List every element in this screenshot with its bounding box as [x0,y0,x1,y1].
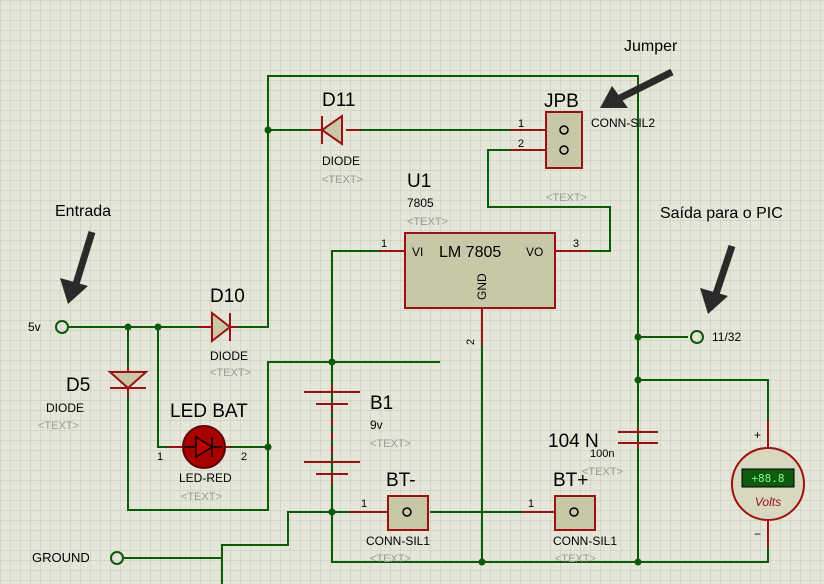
led-pin2: 2 [241,451,247,463]
connector-bt-plus[interactable]: 1 BT+ CONN-SIL1 <TEXT> [522,470,617,565]
jpb-type: CONN-SIL2 [591,116,655,130]
jumper-jpb[interactable]: 1 2 JPB CONN-SIL2 <TEXT> [510,91,655,204]
diode-d5[interactable]: D5 DIODE <TEXT> [38,367,149,432]
voltmeter-minus: − [754,527,761,541]
arrow-saida-icon [700,244,736,314]
d11-type: DIODE [322,154,360,168]
u1-value: 7805 [407,196,434,210]
btp-pin1: 1 [528,498,534,510]
cap-value: 100n [590,448,614,460]
d11-text: <TEXT> [322,174,363,186]
ground-terminal-label: GROUND [32,550,90,565]
voltmeter-unit: Volts [755,495,781,509]
d10-type: DIODE [210,349,248,363]
arrow-entrada-icon [60,230,96,304]
annotation-saida: Saída para o PIC [660,205,783,222]
ground-terminal[interactable]: GROUND [32,550,124,565]
u1-pin3: 3 [573,238,579,250]
connector-bt-minus[interactable]: 1 BT- CONN-SIL1 <TEXT> [350,470,430,565]
cap-ref: 104 N [548,431,599,452]
arrow-jumper-icon [600,68,674,108]
wires [68,75,769,584]
btp-text: <TEXT> [555,553,596,565]
u1-pin2: 2 [465,339,477,345]
led-pin1: 1 [157,451,163,463]
d11-ref: D11 [322,90,355,111]
d5-ref: D5 [66,375,90,396]
led-bat[interactable]: 1 2 LED BAT LED-RED <TEXT> [157,401,248,503]
voltmeter[interactable]: +88.8 Volts + − [731,420,805,548]
u1-ref: U1 [407,171,431,192]
u1-text: <TEXT> [407,216,448,228]
btm-text: <TEXT> [370,553,411,565]
u1-vo: VO [526,245,543,259]
jpb-pin2: 2 [518,138,524,150]
annotation-entrada: Entrada [55,203,111,220]
u1-gnd: GND [475,273,489,300]
d5-type: DIODE [46,401,84,415]
voltmeter-display: +88.8 [751,472,784,485]
cap-text: <TEXT> [582,466,623,478]
b1-value: 9v [370,418,383,432]
output-terminal[interactable]: 11/32 [690,330,741,344]
d10-text: <TEXT> [210,367,251,379]
d5-text: <TEXT> [38,420,79,432]
btp-type: CONN-SIL1 [553,534,617,548]
d10-ref: D10 [210,286,245,307]
battery-b1[interactable]: B1 9v <TEXT> [304,385,411,484]
jpb-text: <TEXT> [546,192,587,204]
u1-pin1: 1 [381,238,387,250]
input-terminal[interactable]: 5v [28,320,69,334]
btm-type: CONN-SIL1 [366,534,430,548]
junction-dots [124,126,642,566]
u1-vi: VI [412,245,423,259]
b1-text: <TEXT> [370,438,411,450]
btm-pin1: 1 [361,498,367,510]
input-terminal-label: 5v [28,320,41,334]
btm-ref: BT- [386,470,416,491]
btp-ref: BT+ [553,470,588,491]
led-ref: LED BAT [170,401,248,422]
led-type: LED-RED [179,471,232,485]
jpb-pin1: 1 [518,118,524,130]
led-text: <TEXT> [181,491,222,503]
voltmeter-plus: + [754,428,761,442]
capacitor-104n[interactable]: 104 N 100n <TEXT> [548,428,658,478]
output-terminal-label: 11/32 [712,330,741,344]
jpb-ref: JPB [544,91,579,112]
diode-d10[interactable]: D10 DIODE <TEXT> [198,286,251,379]
b1-ref: B1 [370,393,393,414]
diode-d11[interactable]: D11 DIODE <TEXT> [310,90,363,186]
annotation-jumper: Jumper [624,38,678,55]
u1-body-label: LM 7805 [439,244,501,261]
regulator-u1[interactable]: U1 7805 <TEXT> LM 7805 VI VO GND 1 3 2 [380,171,590,345]
